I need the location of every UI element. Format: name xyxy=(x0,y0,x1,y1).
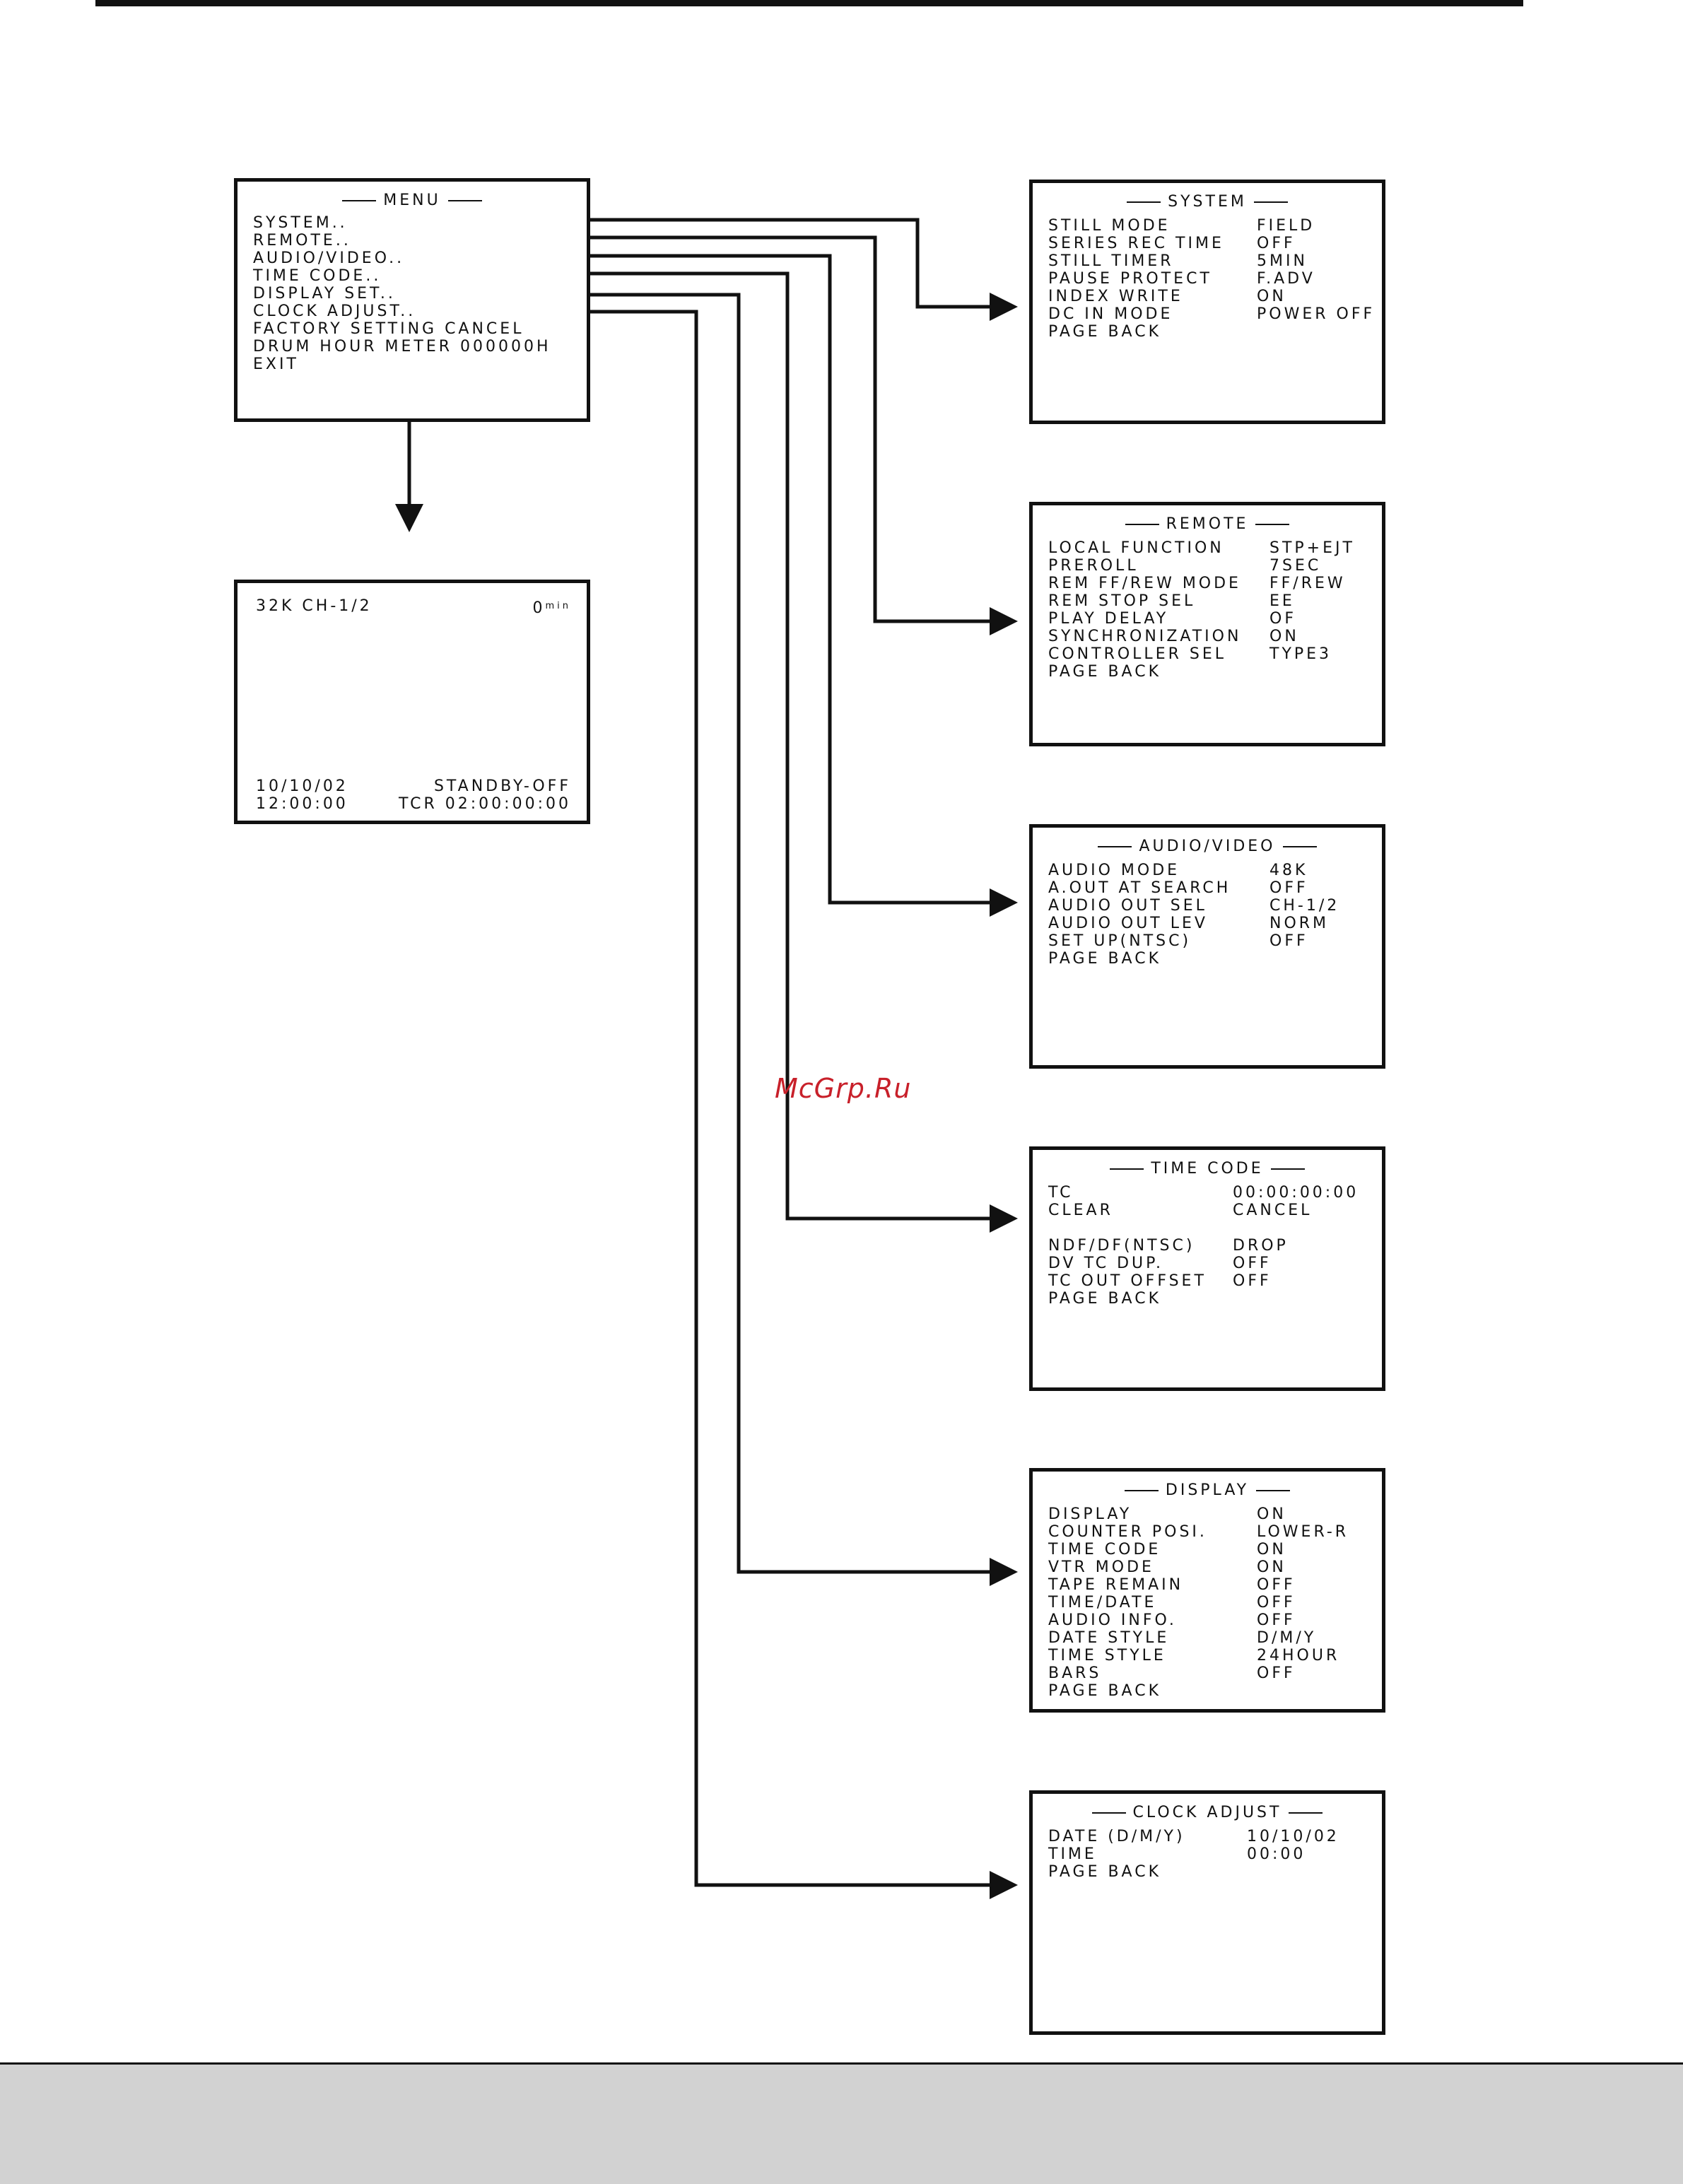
watermark-text: McGrp.Ru xyxy=(775,1073,912,1104)
footer-band xyxy=(0,2062,1683,2184)
date-time-readout: 10/10/02 12:00:00 xyxy=(256,777,348,813)
status-counter-readout: STANDBY-OFF TCR 02:00:00:00 xyxy=(398,777,571,813)
arrow-menu-to-remote xyxy=(356,235,1018,635)
menu-title: MENU xyxy=(238,192,587,209)
menu-screen: MENU SYSTEM.. REMOTE.. AUDIO/VIDEO.. TIM… xyxy=(234,178,590,422)
tape-remain-readout: 0min xyxy=(532,599,571,617)
top-rule xyxy=(95,0,1523,6)
normal-display-screen: 32K CH-1/2 0min 10/10/02 12:00:00 STANDB… xyxy=(234,580,590,824)
clock-adjust-title: CLOCK ADJUST xyxy=(1033,1804,1382,1821)
time-code-title: TIME CODE xyxy=(1033,1160,1382,1178)
remote-title: REMOTE xyxy=(1033,515,1382,533)
system-title: SYSTEM xyxy=(1033,193,1382,211)
audio-mode-readout: 32K CH-1/2 xyxy=(256,597,373,615)
arrow-menu-to-audio-video xyxy=(430,254,1018,917)
audio-video-title: AUDIO/VIDEO xyxy=(1033,838,1382,855)
arrow-menu-to-display xyxy=(415,293,1018,1586)
display-title: DISPLAY xyxy=(1033,1481,1382,1499)
arrow-menu-to-system xyxy=(356,218,1018,321)
